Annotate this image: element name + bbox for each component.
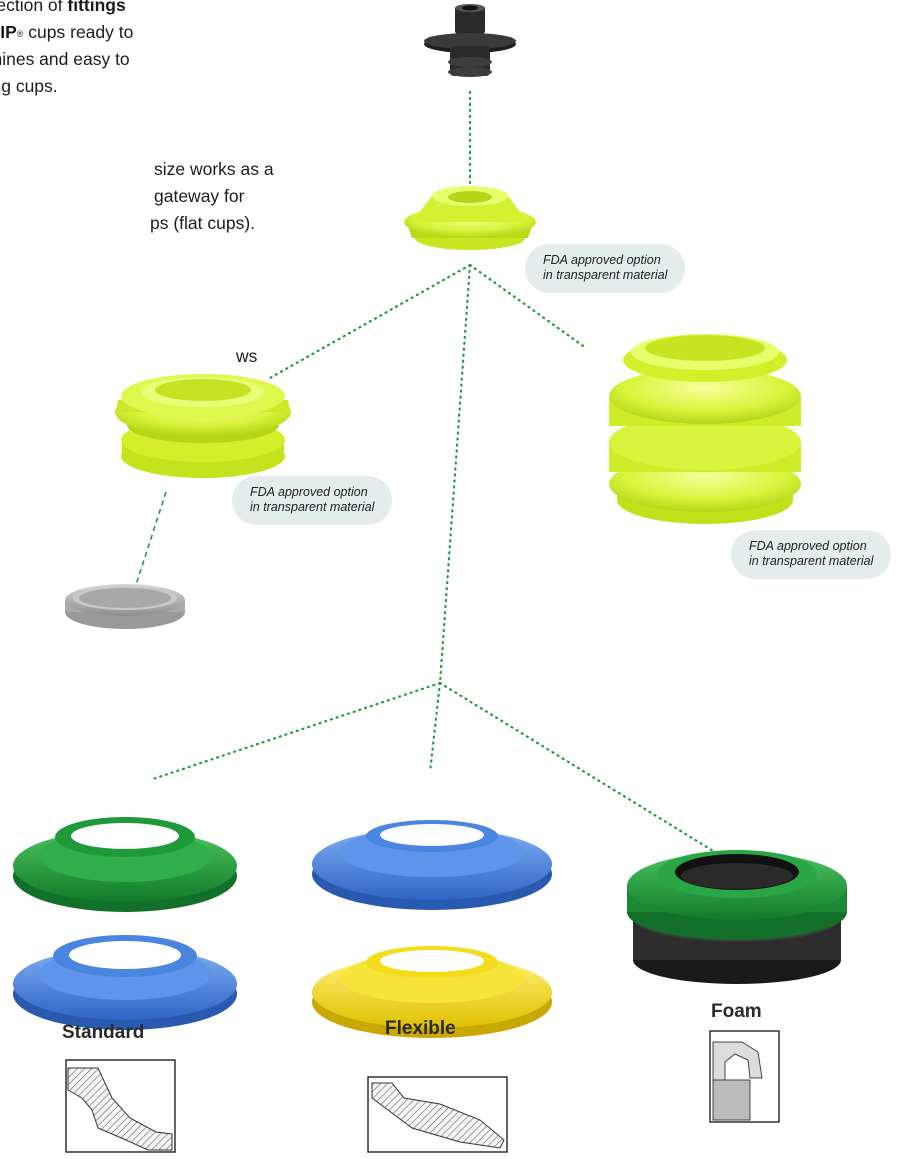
intro-line-3: achines and easy to	[0, 49, 130, 69]
fda-note-top-line-2: in transparent material	[543, 268, 668, 282]
left-bellow-cup	[115, 374, 291, 478]
intro-line-4: sting cups.	[0, 76, 58, 96]
intro-text-2: size works as a gateway for ps (flat cup…	[0, 156, 300, 237]
fda-note-right-line-1: FDA approved option	[749, 539, 867, 553]
label-standard: Standard	[62, 1022, 145, 1043]
fda-note-left-line-1: FDA approved option	[250, 485, 368, 499]
fda-note-right-line-2: in transparent material	[749, 554, 874, 568]
intro-text: selection of fittings GRIP® cups ready t…	[0, 0, 234, 100]
intro-line-1: selection of fittings	[0, 0, 126, 15]
connector-flexible	[428, 681, 442, 774]
side-line-1: ws	[236, 346, 258, 366]
connector-gateway-left	[268, 263, 472, 380]
foam-cup	[627, 850, 847, 984]
gateway-lime-cup	[404, 186, 536, 250]
connector-gateway-right	[468, 263, 588, 350]
standard-blue-cup	[13, 935, 237, 1030]
foam-profile-diagram	[709, 1030, 780, 1123]
black-fitting	[424, 4, 516, 77]
right-bellow-cup	[609, 334, 801, 524]
fda-note-right: FDA approved option in transparent mater…	[731, 530, 892, 579]
fda-note-left-line-2: in transparent material	[250, 500, 375, 514]
standard-green-cup	[13, 817, 237, 912]
fda-note-left: FDA approved option in transparent mater…	[232, 476, 393, 525]
flexible-yellow-cup	[312, 946, 552, 1038]
connector-lines	[148, 90, 720, 856]
fda-note-top: FDA approved option in transparent mater…	[525, 244, 686, 293]
intro-line-6: ps (flat cups).	[150, 213, 256, 233]
intro-line-5: size works as a gateway for	[154, 159, 274, 206]
connector-standard	[148, 681, 442, 782]
fda-note-top-line-1: FDA approved option	[543, 253, 661, 267]
flexible-blue-cup	[312, 820, 552, 910]
intro-line-2: GRIP® cups ready to	[0, 22, 134, 42]
label-flexible: Flexible	[385, 1018, 456, 1039]
connector-left-disc	[134, 491, 167, 589]
flexible-profile-diagram	[367, 1076, 508, 1153]
label-foam: Foam	[711, 1001, 762, 1022]
connector-foam	[438, 681, 720, 856]
connector-gateway-bottom	[438, 263, 472, 685]
standard-profile-diagram	[65, 1059, 176, 1153]
grey-disc-accessory	[65, 584, 185, 629]
